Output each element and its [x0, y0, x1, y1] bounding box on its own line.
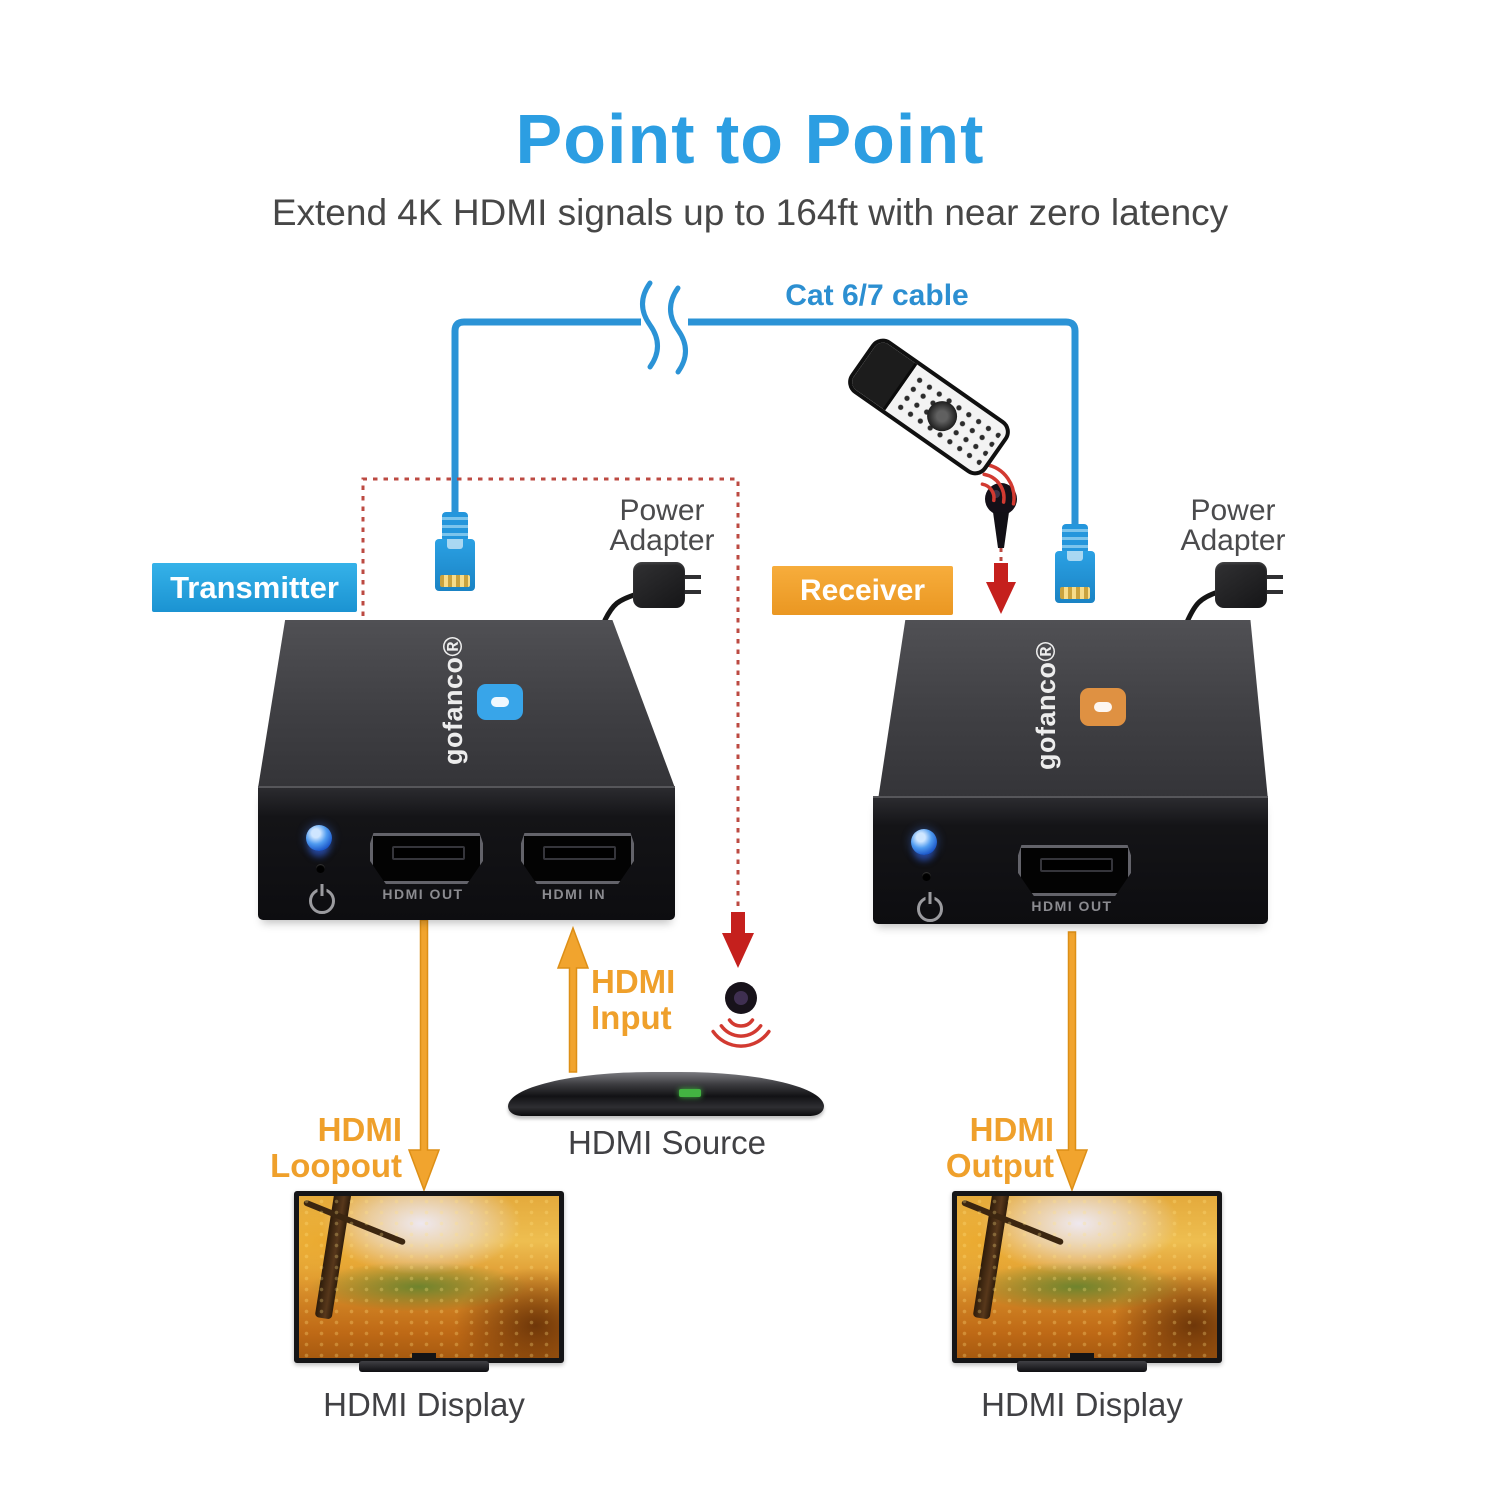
hdmi-source-device	[508, 1072, 824, 1116]
transmitter-tag: Transmitter	[152, 563, 357, 612]
gofanco-orange-icon	[1080, 688, 1126, 726]
rj45-plug-right-icon	[1055, 524, 1095, 603]
hdmi-input-arrow-icon	[556, 925, 590, 1073]
tree-branch	[303, 1199, 407, 1246]
hdmi-output-label: HDMI Output	[945, 1111, 1054, 1185]
power-adapter-label-right: Power Adapter	[1180, 494, 1286, 557]
hdmi-display-label-left: HDMI Display	[323, 1386, 525, 1423]
receiver-tag: Receiver	[772, 566, 953, 615]
hdmi-display-right	[952, 1191, 1222, 1363]
tv-stand-base	[359, 1361, 489, 1372]
ir-emitter-icon	[985, 483, 1017, 548]
ir-arrow-down-source-icon	[722, 912, 754, 968]
receiver-device-top	[878, 620, 1268, 800]
transmitter-device-top	[258, 620, 675, 788]
rj45-plug-left-icon	[435, 512, 475, 591]
hdmi-out-port-receiver	[1018, 845, 1131, 896]
power-symbol-icon-transmitter	[309, 888, 335, 914]
page-subtitle: Extend 4K HDMI signals up to 164ft with …	[271, 192, 1229, 233]
hdmi-loopout-label: HDMI Loopout	[270, 1111, 402, 1185]
hdmi-display-label-right: HDMI Display	[981, 1386, 1183, 1423]
hdmi-out-port-label-receiver: HDMI OUT	[1031, 898, 1113, 914]
tv-screen-autumn-image	[957, 1196, 1217, 1358]
power-adapter-right-icon	[1215, 562, 1283, 608]
tv-stand-base	[1017, 1361, 1147, 1372]
ir-waves-remote-icon	[980, 462, 1016, 506]
hdmi-input-label: HDMI Input	[591, 963, 676, 1037]
page-title: Point to Point	[515, 100, 985, 178]
ir-window-dot-receiver	[922, 872, 931, 881]
power-adapter-left-icon	[633, 562, 701, 608]
hdmi-out-port-label: HDMI OUT	[382, 886, 464, 902]
tree-trunk	[972, 1196, 1011, 1320]
cable-break-squiggle-icon	[640, 280, 688, 375]
source-power-led	[678, 1089, 701, 1097]
power-adapter-label-left: Power Adapter	[609, 494, 715, 557]
hdmi-output-arrow-icon	[1055, 931, 1089, 1193]
tree-branch	[961, 1199, 1065, 1246]
power-led-transmitter	[306, 825, 332, 851]
ir-window-dot-transmitter	[316, 864, 325, 873]
tree-trunk	[314, 1196, 353, 1320]
hdmi-loopout-arrow-icon	[407, 919, 441, 1193]
ir-arrow-down-receiver-icon	[986, 563, 1016, 614]
hdmi-in-port-label: HDMI IN	[541, 886, 607, 902]
hdmi-in-port-transmitter	[521, 833, 634, 884]
cat-cable-label: Cat 6/7 cable	[785, 279, 969, 312]
tv-screen-autumn-image	[299, 1196, 559, 1358]
power-symbol-icon-receiver	[917, 896, 943, 922]
ir-remote-icon	[842, 333, 1016, 481]
power-led-receiver	[911, 829, 937, 855]
hdmi-source-label: HDMI Source	[567, 1124, 767, 1161]
hdmi-display-left	[294, 1191, 564, 1363]
gofanco-blue-icon	[477, 684, 523, 720]
hdmi-out-port-transmitter	[370, 833, 483, 884]
